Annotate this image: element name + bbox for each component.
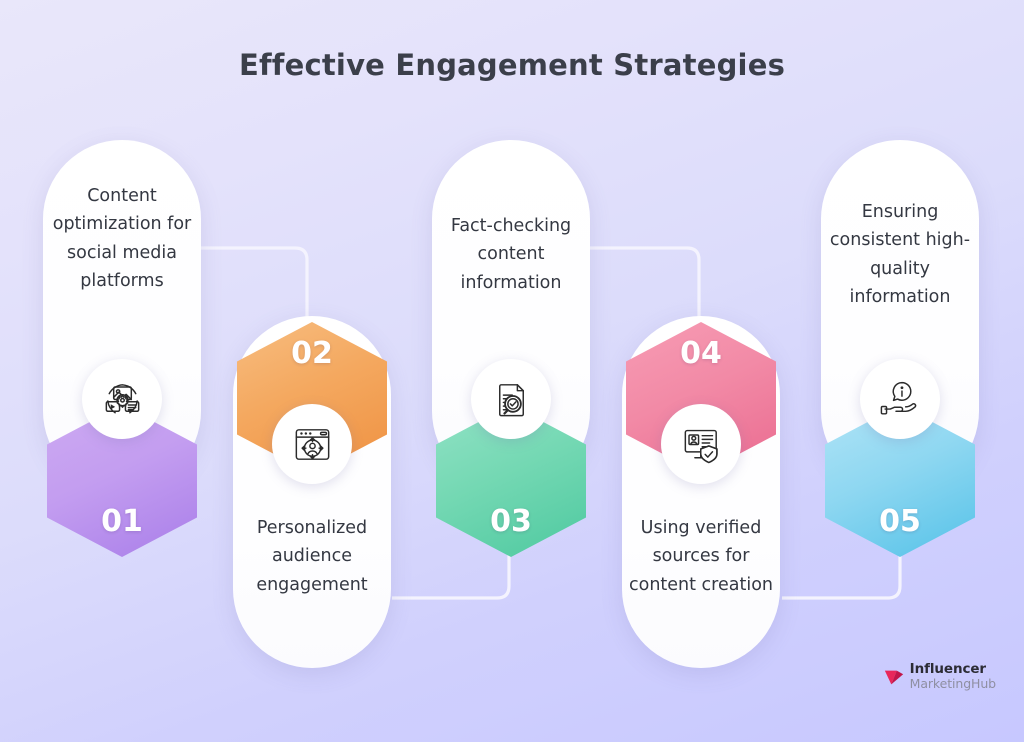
step-number-05: 05: [879, 504, 921, 539]
step-text-04: Using verified sources for content creat…: [628, 518, 773, 595]
step-text-01: Content optimization for social media pl…: [52, 186, 192, 292]
step-number-03: 03: [490, 504, 532, 539]
logo-text: Influencer MarketingHub: [909, 661, 996, 691]
information-hand-icon: [860, 359, 940, 439]
verified-source-icon: [661, 404, 741, 484]
step-text-02: Personalized audience engagement: [256, 518, 368, 595]
logo-arrow-icon: [884, 670, 903, 684]
document-verify-icon: [471, 359, 551, 439]
audience-targeting-icon: [272, 404, 352, 484]
step-text-03: Fact-checking content information: [450, 216, 572, 293]
logo-line-1: Influencer: [909, 661, 986, 677]
step-number-01: 01: [101, 504, 143, 539]
brand-logo[interactable]: Influencer MarketingHub: [883, 661, 996, 691]
content-optimization-icon: [82, 359, 162, 439]
step-text-05: Ensuring consistent high-quality informa…: [829, 202, 971, 308]
step-number-02: 02: [291, 336, 333, 371]
page-title: Effective Engagement Strategies: [238, 48, 786, 82]
step-number-04: 04: [680, 336, 722, 371]
logo-line-2: MarketingHub: [909, 675, 996, 691]
